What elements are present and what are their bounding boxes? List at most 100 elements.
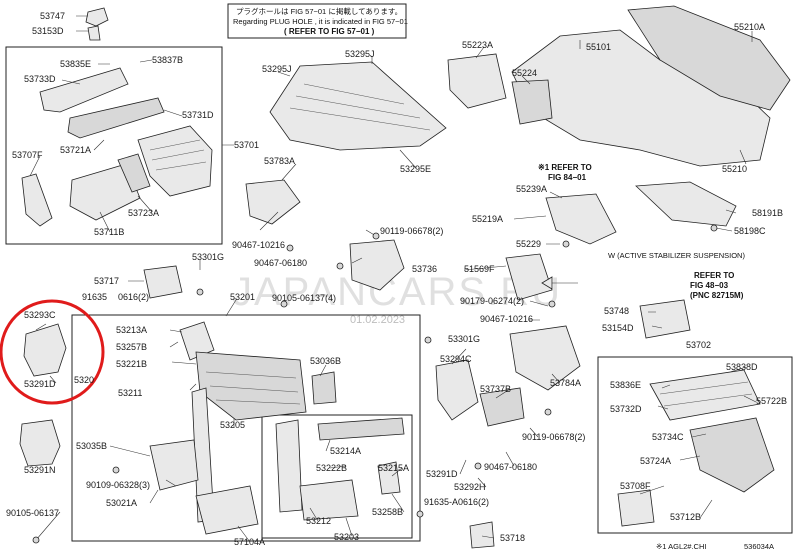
label-90119-06678-top: 90119-06678(2): [380, 226, 443, 236]
notice-line2: Regarding PLUG HOLE , it is indicated in…: [233, 17, 408, 26]
label-90467-06180: 90467-06180: [254, 258, 307, 268]
label-53835e: 53835E: [60, 59, 91, 69]
fasteners: [32, 224, 718, 544]
label-53203: 53203: [334, 532, 359, 542]
part-55224: [511, 79, 553, 125]
label-53301g: 53301G: [192, 252, 224, 262]
part-53701-apron: [137, 125, 213, 197]
label-90109: 90109-06328(3): [86, 480, 150, 490]
active-stab-title: W (ACTIVE STABILIZER SUSPENSION): [608, 251, 745, 260]
label-90467-06180-b: 90467-06180: [484, 462, 537, 472]
label-53718: 53718: [500, 533, 525, 543]
label-53712b: 53712B: [670, 512, 701, 522]
label-53213a: 53213A: [116, 325, 147, 335]
footer-code: 536034A: [744, 542, 774, 551]
label-53723a: 53723A: [128, 208, 159, 218]
label-53291n: 53291N: [24, 465, 56, 475]
label-53783a: 53783A: [264, 156, 295, 166]
label-57104a: 57104A: [234, 537, 265, 547]
label-53295e: 53295E: [400, 164, 431, 174]
label-53737b: 53737B: [480, 384, 511, 394]
label-53292h: 53292H: [454, 482, 486, 492]
label-90467-b: 90467-10216: [480, 314, 533, 324]
label-53732d: 53732D: [610, 404, 642, 414]
refer-84-line1: ※1 REFER TO: [538, 163, 592, 172]
label-53702: 53702: [686, 340, 711, 350]
label-58191b: 58191B: [752, 208, 783, 218]
part-53212: [275, 419, 303, 513]
part-53021a: [149, 439, 199, 491]
active-stab-line2: FIG 48−03: [690, 281, 729, 290]
label-90119-06678-b: 90119-06678(2): [522, 432, 585, 442]
part-53258b: [377, 461, 401, 495]
label-53748: 53748: [604, 306, 629, 316]
part-53784a: [509, 325, 581, 391]
label-53784a: 53784A: [550, 378, 581, 388]
part-53291n: [19, 419, 61, 467]
part-53783a: [245, 179, 301, 225]
label-53837b: 53837B: [152, 55, 183, 65]
label-53711b: 53711B: [94, 227, 124, 237]
label-53214a: 53214A: [330, 446, 361, 456]
part-55210: [627, 5, 791, 111]
part-57104a: [195, 485, 259, 535]
active-stab-line3: (PNC 82715M): [690, 291, 744, 300]
label-53707f: 53707F: [12, 150, 43, 160]
label-53212: 53212: [306, 516, 331, 526]
label-53257b: 53257B: [116, 342, 147, 352]
label-53733d: 53733D: [24, 74, 56, 84]
refer-84-line2: FIG 84−01: [548, 173, 587, 182]
label-53708f: 53708F: [620, 481, 651, 491]
label-91635-a0616: 91635-A0616(2): [424, 497, 489, 507]
part-53294c: [435, 359, 479, 421]
box-53201: [71, 314, 421, 542]
part-53733d: [39, 67, 129, 113]
part-55101: [511, 29, 771, 167]
part-53718: [469, 521, 495, 549]
label-90179: 90179-06274(2): [460, 296, 524, 306]
label-53036b: 53036B: [310, 356, 341, 366]
label-91635: 91635: [82, 292, 107, 302]
labels: 53747 53153D 53835E 53837B 53733D 53731D…: [6, 11, 787, 551]
notice-line1: プラグホールは FIG 57−01 に掲載してあります。: [236, 6, 402, 16]
label-53293c: 53293C: [24, 310, 56, 320]
label-0616: 0616(2): [118, 292, 149, 302]
label-90105-06137: 90105-06137: [6, 508, 59, 518]
part-53153d: [87, 25, 101, 41]
label-53221b: 53221B: [116, 359, 147, 369]
part-53747: [85, 7, 109, 27]
part-51569f: [505, 253, 553, 301]
notice-box: [227, 3, 407, 39]
part-53711b: [69, 163, 141, 221]
label-90105-06137-4: 90105-06137(4): [272, 293, 336, 303]
label-55722b: 55722B: [756, 396, 787, 406]
label-53201: 53201: [230, 292, 255, 302]
label-53035b: 53035B: [76, 441, 107, 451]
part-53732d: [649, 369, 761, 421]
part-53712b: [689, 417, 775, 493]
watermark-text: JAPANCARS.RU: [232, 270, 562, 314]
highlight-circle: [0, 299, 105, 405]
label-55239a: 55239A: [516, 184, 547, 194]
apron-hatch: [149, 139, 207, 171]
part-53295e: [269, 61, 447, 151]
label-53153d: 53153D: [32, 26, 64, 36]
part-58191b: [635, 181, 737, 227]
part-55219a: [545, 193, 617, 245]
label-53301g-b: 53301G: [448, 334, 480, 344]
panel-hatch: [205, 371, 301, 405]
label-53736: 53736: [412, 264, 437, 274]
label-55210a: 55210A: [734, 22, 765, 32]
label-53291d-b: 53291D: [426, 469, 458, 479]
label-53724a: 53724A: [640, 456, 671, 466]
part-53736: [349, 239, 405, 291]
label-53731d: 53731D: [182, 110, 214, 120]
part-53707f: [21, 173, 53, 227]
label-53747: 53747: [40, 11, 65, 21]
label-53721a: 53721A: [60, 145, 91, 155]
label-53701: 53701: [234, 140, 259, 150]
label-53211: 53211: [118, 388, 142, 398]
part-53708f: [617, 489, 655, 527]
watermark-date: 01.02.2023: [350, 314, 405, 326]
